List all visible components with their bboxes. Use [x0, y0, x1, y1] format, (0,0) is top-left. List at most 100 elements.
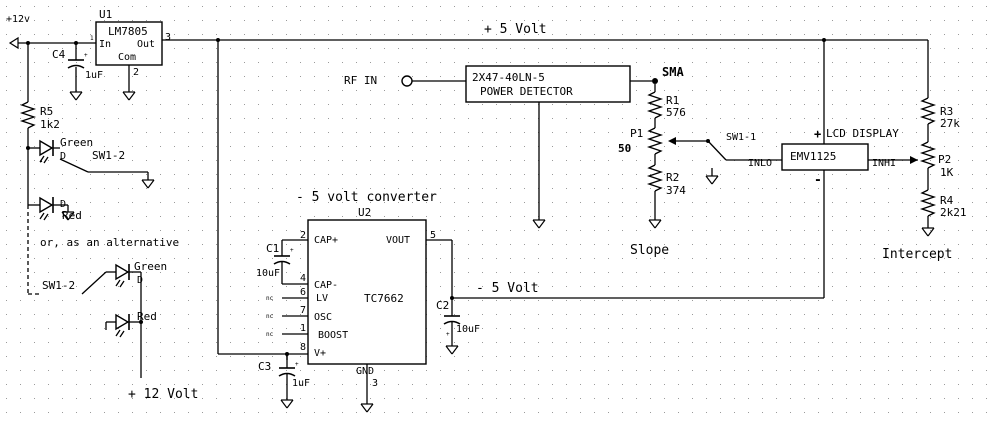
- detector-part: 2X47-40LN-5: [472, 71, 545, 84]
- detector-name: POWER DETECTOR: [480, 85, 573, 98]
- r2-ref: R2: [666, 171, 679, 184]
- u2-pin-cap-plus: CAP+: [314, 235, 338, 246]
- display-box: [781, 143, 869, 171]
- c2-value: 10uF: [456, 324, 480, 335]
- nc-boost: nc: [266, 331, 274, 338]
- u2-pin-vplus: V+: [314, 348, 326, 359]
- c4-ref: C4: [52, 48, 66, 61]
- p1-wiper-icon: [668, 137, 676, 145]
- sma-label: SMA: [662, 65, 684, 79]
- u2-pin-lv: LV: [316, 293, 328, 304]
- led-green-label: Green: [60, 136, 93, 149]
- r4-ref: R4: [940, 194, 954, 207]
- c2-ref: C2: [436, 299, 449, 312]
- u2-pin-osc: OSC: [314, 312, 332, 323]
- r5-ref: R5: [40, 105, 53, 118]
- c1-ref: C1: [266, 242, 279, 255]
- c3-ref: C3: [258, 360, 271, 373]
- led-red2-label: Red: [137, 310, 157, 323]
- c3-capacitor: + C3 1uF: [258, 354, 310, 409]
- r5-value: 1k2: [40, 118, 60, 131]
- u1-pin-in: In: [99, 39, 111, 50]
- p1-ref: P1: [630, 127, 643, 140]
- alternative-note: or, as an alternative: [40, 236, 179, 249]
- r1-value: 576: [666, 106, 686, 119]
- u2-pin-gnd: GND: [356, 366, 374, 377]
- p2-value: 1K: [940, 166, 954, 179]
- u1-pin-com: Com: [118, 52, 136, 63]
- c4-capacitor: + C4 1uF: [52, 48, 103, 101]
- u2-pin-4: 4: [300, 273, 306, 284]
- u1-part: LM7805: [108, 25, 148, 38]
- rf-section: RF IN 2X47-40LN-5 POWER DETECTOR SMA: [344, 65, 684, 229]
- u2-pin-7: 7: [300, 305, 306, 316]
- minus5-label: - 5 Volt: [476, 281, 539, 296]
- display-inhi: INHI: [872, 158, 896, 169]
- ground-icon: [141, 179, 155, 189]
- r1-ref: R1: [666, 94, 679, 107]
- slope-network: R1 576 P1 50 SW1-1 R2 374 Slope: [618, 84, 782, 258]
- u2-pin-cap-minus: CAP-: [314, 280, 338, 291]
- u1-pin2: 2: [133, 67, 139, 78]
- c3-value: 1uF: [292, 378, 310, 389]
- ground-icon: [360, 403, 374, 413]
- sw1-2a-label: SW1-2: [92, 149, 125, 162]
- u2-ref: U2: [358, 206, 371, 219]
- p2-wiper-icon: [910, 156, 918, 164]
- nc-lv: nc: [266, 295, 274, 302]
- p1-value: 50: [618, 142, 631, 155]
- u2-heading: - 5 volt converter: [296, 190, 437, 205]
- alternative-wiring: or, as an alternative SW1-2 Green D Red …: [27, 205, 198, 402]
- display-part: EMV1125: [790, 150, 836, 163]
- ground-icon: [61, 211, 75, 221]
- lcd-display: LCD DISPLAY + EMV1125 INLO INHI -: [748, 126, 918, 298]
- ground-icon: [445, 345, 459, 355]
- u2-pin-5: 5: [430, 230, 436, 241]
- ground-icon: [69, 91, 83, 101]
- display-title: LCD DISPLAY: [826, 127, 899, 140]
- c2-capacitor: - 5 Volt + C2 10uF: [436, 240, 824, 355]
- c1-value: 10uF: [256, 268, 280, 279]
- u2-box: [307, 219, 427, 365]
- plus5-label: + 5 Volt: [484, 22, 547, 37]
- ground-icon: [921, 227, 935, 237]
- u2-pin-vout: VOUT: [386, 235, 410, 246]
- r3-value: 27k: [940, 117, 960, 130]
- u1-pin1: 1: [90, 35, 94, 42]
- r2-value: 374: [666, 184, 686, 197]
- plus12-input: +12v: [6, 14, 96, 102]
- u2-pin-3: 3: [372, 378, 378, 389]
- u2-pin-6: 6: [300, 287, 306, 298]
- r4-value: 2k21: [940, 206, 967, 219]
- u2-part: TC7662: [364, 292, 404, 305]
- led-green: Green D SW1-2: [28, 136, 155, 189]
- slope-label: Slope: [630, 243, 669, 258]
- r3-ref: R3: [940, 105, 953, 118]
- u2-pin-1: 1: [300, 323, 306, 334]
- u2-pin-boost: BOOST: [318, 330, 348, 341]
- c4-plus: +: [84, 52, 88, 59]
- led-green2-pin: D: [137, 275, 143, 286]
- c1-capacitor: + C1 10uF: [256, 240, 294, 284]
- led-green2-label: Green: [134, 260, 167, 273]
- sw1-1-label: SW1-1: [726, 132, 756, 143]
- power-detector-box: [465, 65, 631, 103]
- u2-pin-8: 8: [300, 342, 306, 353]
- plus12-bottom-label: + 12 Volt: [128, 387, 198, 402]
- p2-ref: P2: [938, 153, 951, 166]
- intercept-label: Intercept: [882, 247, 952, 262]
- u2-converter: - 5 volt converter U2 TC7662 CAP+ 2 CAP-…: [266, 190, 452, 413]
- ground-icon: [122, 91, 136, 101]
- display-inlo: INLO: [748, 158, 772, 169]
- c4-value: 1uF: [85, 70, 103, 81]
- ground-icon: [648, 219, 662, 229]
- ground-icon: [280, 399, 294, 409]
- c2-plus: +: [446, 331, 450, 338]
- u1-pin3: 3: [165, 32, 171, 43]
- plus12-top-label: +12v: [6, 14, 30, 25]
- ground-icon: [532, 219, 546, 229]
- c3-plus: +: [295, 361, 299, 368]
- c1-plus: +: [290, 247, 294, 254]
- u1-ref: U1: [99, 8, 112, 21]
